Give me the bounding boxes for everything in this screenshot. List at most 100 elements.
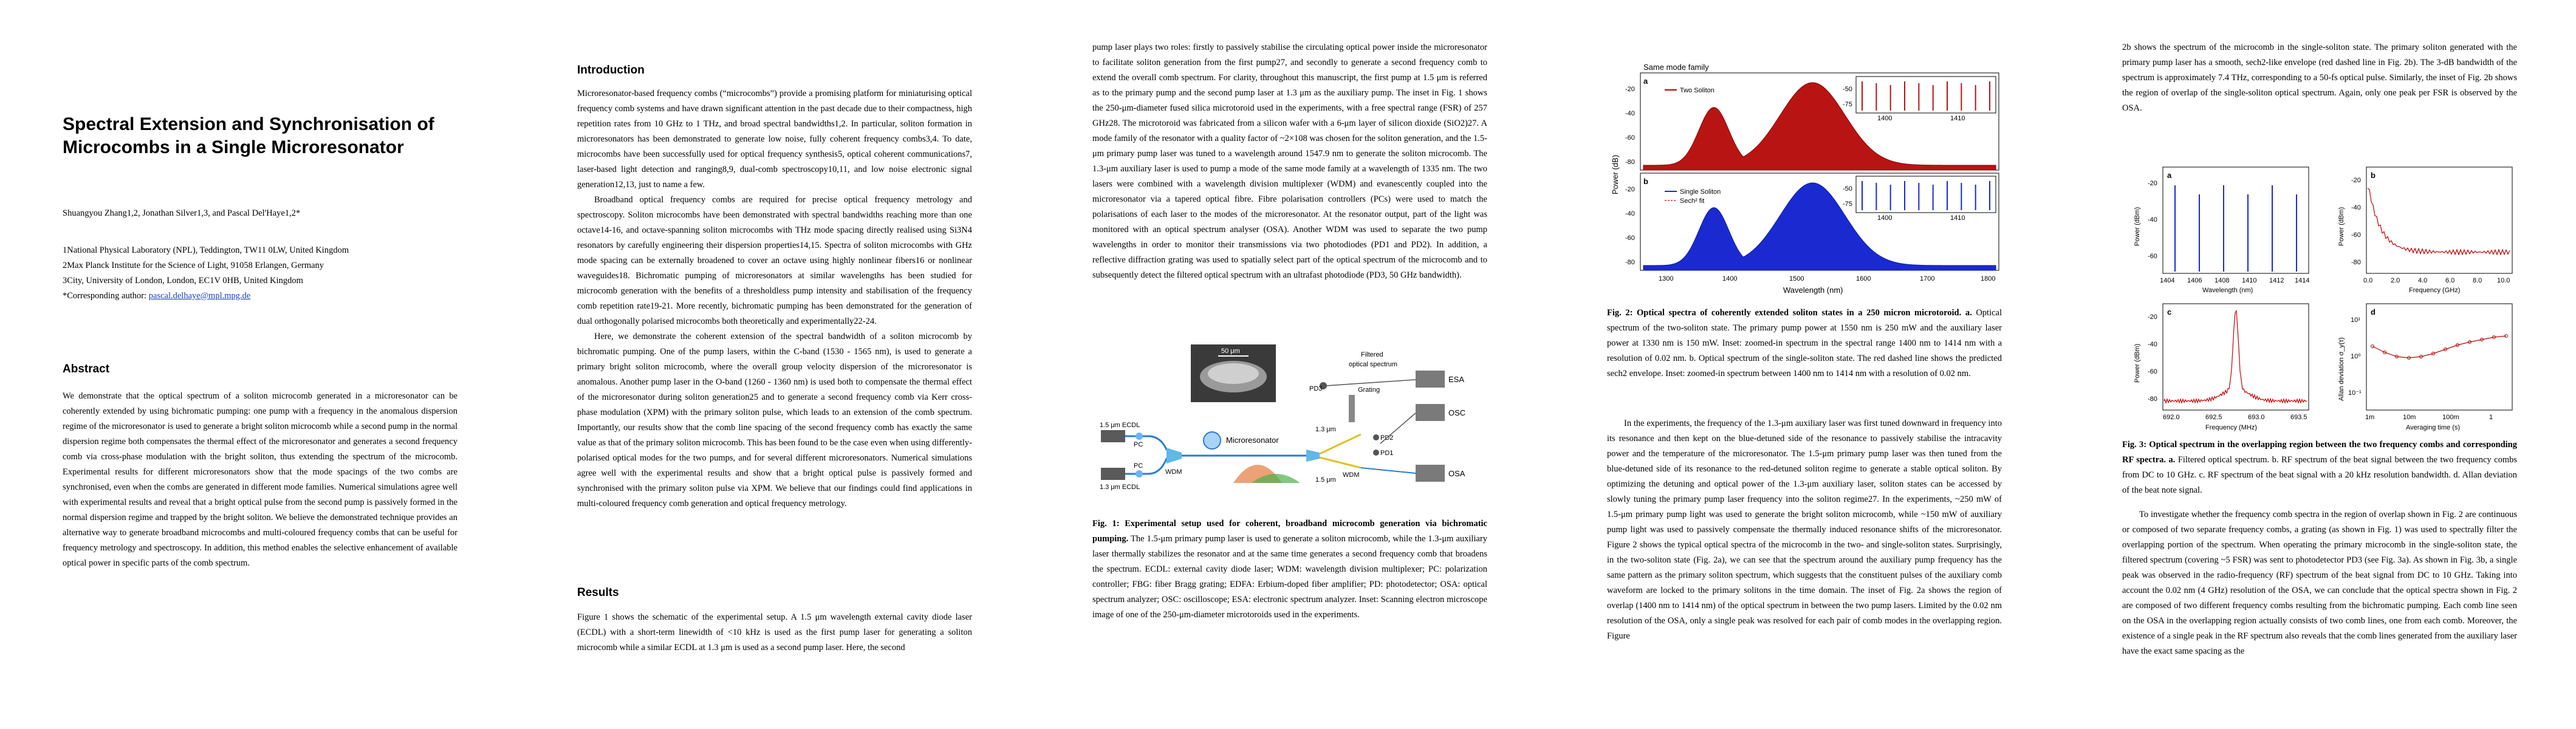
fig3b-trace (2367, 188, 2510, 256)
fig3-caption: Fig. 3: Optical spectrum in the overlapp… (2122, 437, 2517, 498)
fig3b-xtick-0: 0.0 (2363, 277, 2372, 284)
corresponding-author: *Corresponding author: pascal.delhaye@mp… (63, 289, 439, 304)
abstract-heading: Abstract (63, 363, 110, 375)
fig3a-xtick-4: 1412 (2269, 277, 2284, 284)
fig3d-point (2468, 340, 2472, 344)
fig2a-inset-ytick-1: -75 (1843, 101, 1852, 108)
ecdl-13-label: 1.3 μm ECDL (1100, 484, 1140, 491)
fig1-caption-bold: Fig. 1: Experimental setup used for cohe… (1092, 519, 1487, 544)
fig2a-ytick-0: -20 (1625, 86, 1635, 93)
fig3d-label: d (2371, 307, 2376, 317)
results-heading: Results (577, 586, 619, 599)
fig2-spectra-chart: Same mode family a b Two Soliton Single … (1611, 63, 1999, 295)
paper-title: Spectral Extension and Synchronisation o… (63, 114, 434, 157)
affiliations: 1National Physical Laboratory (NPL), Ted… (63, 243, 439, 304)
fig3d-point (2407, 356, 2411, 360)
filtered-label-2: optical spectrum (1349, 361, 1397, 368)
um13-label: 1.3 μm (1315, 426, 1336, 433)
esa-label: ESA (1448, 375, 1464, 384)
fig3d-point (2444, 347, 2447, 351)
col3-paragraph: pump laser plays two roles: firstly to p… (1092, 43, 1487, 280)
fig3d-points (2371, 334, 2508, 360)
filtered-label-1: Filtered (1361, 351, 1383, 358)
fig3a-xtick-1: 1406 (2187, 277, 2202, 284)
fig3c-label: c (2167, 307, 2171, 317)
fig2a-inset-xtick-0: 1400 (1877, 115, 1892, 122)
grating-icon (1349, 395, 1355, 422)
intro-paragraph-2: Broadband optical frequency combs are re… (577, 195, 972, 326)
fig3d-xtick-0: 1m (2365, 414, 2374, 421)
osa-label: OSA (1448, 469, 1465, 478)
col4-paragraph: In the experiments, the frequency of the… (1607, 419, 2002, 641)
fig3-caption-text: Filtered optical spectrum. b. RF spectru… (2122, 455, 2518, 495)
fig2b-spectrum (1643, 182, 1996, 271)
fig2b-inset (1855, 176, 1996, 213)
affiliation-2: 2Max Planck Institute for the Science of… (63, 261, 324, 270)
fig2a-spectrum (1643, 82, 1996, 171)
osc-label: OSC (1448, 408, 1465, 417)
email-link[interactable]: pascal.delhaye@mpl.mpg.de (148, 291, 251, 301)
intro-body: Microresonator-based frequency combs (“m… (577, 86, 972, 512)
fig3b-ytick-1: -40 (2351, 204, 2361, 211)
fig3d-ytick-1: 10⁰ (2351, 353, 2361, 360)
legend-sech-fit: Sech² fit (1680, 197, 1704, 205)
col5-paragraph-2: To investigate whether the frequency com… (2122, 510, 2517, 656)
fig1-caption-text: The 1.5-μm primary pump laser is used to… (1092, 534, 1487, 620)
fig1-setup-diagram: 50 μm 1.5 μm ECDL 1.3 μm ECDL PC PC WDM … (1100, 344, 1465, 491)
fig2-xtick-5: 1800 (1981, 275, 1995, 282)
pc-2-label: PC (1134, 462, 1143, 470)
fig3b-xtick-2: 4.0 (2418, 277, 2427, 284)
fig2b-label: b (1643, 177, 1648, 186)
fig3d-point (2383, 351, 2386, 354)
wdm-2-label: WDM (1343, 471, 1360, 479)
ecdl-15-box (1101, 430, 1125, 442)
fig2-xtick-4: 1700 (1920, 275, 1934, 282)
results-paragraph-1: Figure 1 shows the schematic of the expe… (577, 612, 972, 652)
legend-two-soliton: Two Soliton (1680, 87, 1714, 94)
fig3a-bars (2174, 185, 2297, 272)
fig3a-ytick-0: -20 (2148, 180, 2157, 187)
spectrum-envelope (1643, 82, 1996, 171)
wdm-2-icon (1306, 450, 1320, 462)
fig2b-ytick-2: -60 (1625, 234, 1635, 242)
fig3c-xlabel: Frequency (MHz) (2205, 424, 2257, 431)
fig2a-inset-ytick-0: -50 (1843, 86, 1852, 93)
fig3c-ylabel: Power (dBm) (2134, 344, 2141, 383)
fig2-xtick-3: 1600 (1856, 275, 1871, 282)
fig3d-ytick-0: 10¹ (2351, 317, 2360, 324)
corresponding-label: *Corresponding author: (63, 291, 149, 301)
fig3-caption-bold: Fig. 3: Optical spectrum in the overlapp… (2122, 440, 2517, 465)
fig3b-xtick-3: 6.0 (2445, 277, 2454, 284)
fig3d-point (2492, 335, 2496, 339)
fig2a-inset-xtick-1: 1410 (1950, 115, 1965, 122)
fig3c-xtick-3: 693.5 (2290, 414, 2307, 421)
fig2b-inset-xtick-0: 1400 (1877, 214, 1892, 222)
fig2-ylabel: Power (dB) (1611, 155, 1620, 194)
fig3b-ytick-2: -60 (2351, 231, 2361, 239)
fig3c-ytick-2: -60 (2148, 368, 2157, 375)
fig3c-ytick-1: -40 (2148, 341, 2157, 348)
fig3a-axes (2162, 166, 2309, 274)
pc-1-icon (1136, 433, 1143, 440)
fig3d-ylabel: Allan deviation σ_y(τ) (2338, 337, 2345, 401)
pc-1-label: PC (1134, 441, 1143, 448)
fig2b-ytick-1: -40 (1625, 210, 1635, 217)
intro-heading: Introduction (577, 64, 645, 77)
ecdl-15-label: 1.5 μm ECDL (1100, 422, 1140, 429)
fig2-xlabel: Wavelength (nm) (1783, 286, 1843, 295)
fig3d-point (2371, 344, 2374, 348)
pd3-icon (1320, 382, 1327, 389)
fig2a-ytick-3: -80 (1625, 159, 1635, 166)
pd1-icon (1373, 450, 1379, 456)
fig3d-point (2431, 352, 2435, 355)
fig3a-xlabel: Wavelength (nm) (2202, 287, 2253, 294)
fig3d-trace (2372, 335, 2507, 358)
wdm-1-icon (1166, 448, 1182, 464)
fig3c-xtick-1: 692.5 (2205, 414, 2222, 421)
fig3a-label: a (2167, 171, 2172, 180)
pd1-label: PD1 (1380, 450, 1393, 457)
fig3a-xtick-0: 1404 (2160, 277, 2174, 284)
fig2b-ytick-3: -80 (1625, 259, 1635, 266)
fig3a-ytick-1: -40 (2148, 216, 2157, 224)
fig3b-ytick-0: -20 (2351, 177, 2361, 184)
